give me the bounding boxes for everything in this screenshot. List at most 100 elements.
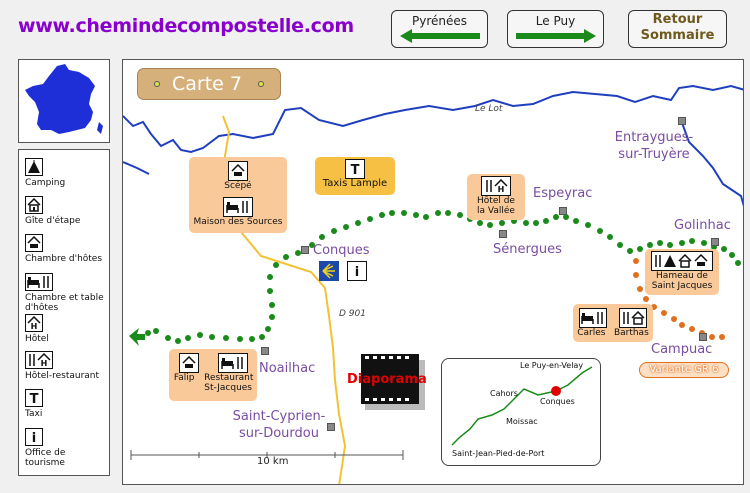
variante-dot (689, 326, 695, 332)
house-icon (25, 196, 43, 214)
amenities-icon (651, 251, 713, 271)
arrow-right-icon (516, 29, 596, 43)
town-senergues[interactable]: Sénergues (493, 242, 562, 257)
trail-dot (553, 214, 559, 220)
marker-golinhac (711, 238, 719, 246)
trail-dot (597, 228, 603, 234)
variante-dot (661, 310, 667, 316)
next-map-button[interactable]: Le Puy (507, 10, 604, 48)
town-noailhac[interactable]: Noailhac (259, 361, 316, 376)
trail-dot (607, 234, 613, 240)
guesthouse-icon (25, 234, 43, 252)
taxi-icon: T (25, 389, 43, 407)
poi-scepe: Scépé (224, 181, 252, 191)
variante-badge[interactable]: Variante GR 6 (639, 362, 729, 378)
site-title[interactable]: www.chemindecompostelle.com (18, 15, 354, 37)
trail-dot (523, 220, 529, 226)
town-saint-cyprien[interactable]: Saint-Cyprien-sur-Dourdou (232, 409, 326, 441)
prev-map-label: Pyrénées (411, 14, 467, 28)
box-carles-barthas[interactable]: Carles Barthas (573, 304, 653, 342)
svg-text:i: i (355, 265, 359, 278)
trail-dot (423, 214, 429, 220)
variante-dot (633, 258, 639, 264)
road-label: D 901 (339, 309, 366, 319)
box-falip-restaurant[interactable]: Falip Restaurant St-Jacques (169, 349, 257, 401)
next-map-label: Le Puy (535, 14, 576, 28)
info-icon[interactable]: i (347, 261, 367, 281)
inset-conques: Conques (540, 397, 575, 406)
trail-dot (689, 238, 695, 244)
france-outline-icon (25, 64, 103, 134)
bed-fork-icon (25, 273, 53, 291)
box-hotel-vallee[interactable]: H Hôtel de la Vallée (467, 174, 525, 220)
trail-dot (435, 210, 441, 216)
town-conques[interactable]: Conques (313, 243, 370, 258)
trail-dot (269, 302, 275, 308)
info-icon: i (25, 428, 43, 446)
trail-dot (273, 262, 279, 268)
poi-hameau: Hameau de Saint Jacques (651, 271, 713, 291)
trail-dot (259, 334, 265, 340)
hotel-restaurant-icon: H (25, 351, 53, 369)
town-golinhac[interactable]: Golinhac (674, 218, 731, 233)
trail-dot (153, 328, 159, 334)
hotel-icon: H (25, 314, 43, 332)
bed-fork-icon (223, 197, 253, 217)
marker-saint-cyprien (327, 423, 335, 431)
trail-dot (711, 244, 717, 250)
box-taxis[interactable]: T Taxis Lample (315, 157, 395, 195)
trail-dot (721, 246, 727, 252)
legend-item-hotel-restaurant: H Hôtel-restaurant (25, 351, 99, 381)
marker-campuac (699, 333, 707, 341)
trail-dot (379, 212, 385, 218)
guesthouse-icon (228, 161, 248, 181)
legend-label: Chambre et table d'hôtes (25, 293, 104, 313)
trail-dot (165, 335, 171, 341)
trail-dot (445, 210, 451, 216)
variante-dot (637, 286, 643, 292)
legend-label: Chambre d'hôtes (25, 254, 103, 264)
scallop-shell-icon (319, 261, 339, 281)
prev-map-button[interactable]: Pyrénées (391, 10, 488, 48)
trail-dot (269, 314, 275, 320)
town-espeyrac[interactable]: Espeyrac (533, 186, 593, 201)
trail-dot (401, 210, 407, 216)
legend-label: Hôtel-restaurant (25, 371, 100, 381)
trail-dot (295, 250, 301, 256)
inset-le-puy: Le Puy-en-Velay (520, 361, 584, 370)
arrow-left-icon (400, 29, 480, 43)
trail-dot (543, 218, 549, 224)
legend-label: Camping (25, 178, 66, 188)
variante-dot (643, 296, 649, 302)
trail-dot (729, 252, 735, 258)
trail-dot (573, 218, 579, 224)
poi-restaurant-st-jacques: Restaurant St-Jacques (204, 373, 254, 393)
trail-dot (457, 212, 463, 218)
trail-dot (309, 242, 315, 248)
inset-route-map[interactable]: Le Puy-en-Velay Cahors Conques Moissac S… (441, 358, 601, 466)
marker-noailhac (261, 347, 269, 355)
legend-item-taxi: T Taxi (25, 389, 43, 419)
variante-dot (719, 334, 725, 340)
trail-dot (563, 214, 569, 220)
trail-dot (667, 242, 673, 248)
map-title-badge: Carte 7 (137, 68, 281, 100)
diaporama-label: Diaporama (347, 372, 427, 387)
diaporama-button[interactable]: Diaporama (347, 352, 429, 410)
town-entraygues[interactable]: Entraygues-sur-Truyère (614, 130, 694, 162)
trail-dot (679, 240, 685, 246)
truyere-river (680, 119, 743, 207)
back-summary-button[interactable]: Retour Sommaire (628, 10, 727, 48)
trail-dot (283, 254, 289, 260)
box-scepe-maison[interactable]: Scépé Maison des Sources (189, 157, 287, 233)
town-campuac[interactable]: Campuac (651, 342, 713, 357)
box-hameau[interactable]: Hameau de Saint Jacques (645, 249, 719, 295)
poi-carles: Carles (577, 328, 606, 338)
trail-dot (735, 260, 741, 266)
svg-text:T: T (351, 163, 360, 176)
bed-fork-icon (217, 353, 248, 373)
trail-dot (477, 220, 483, 226)
small-river (123, 161, 150, 175)
marker-conques (301, 246, 309, 254)
